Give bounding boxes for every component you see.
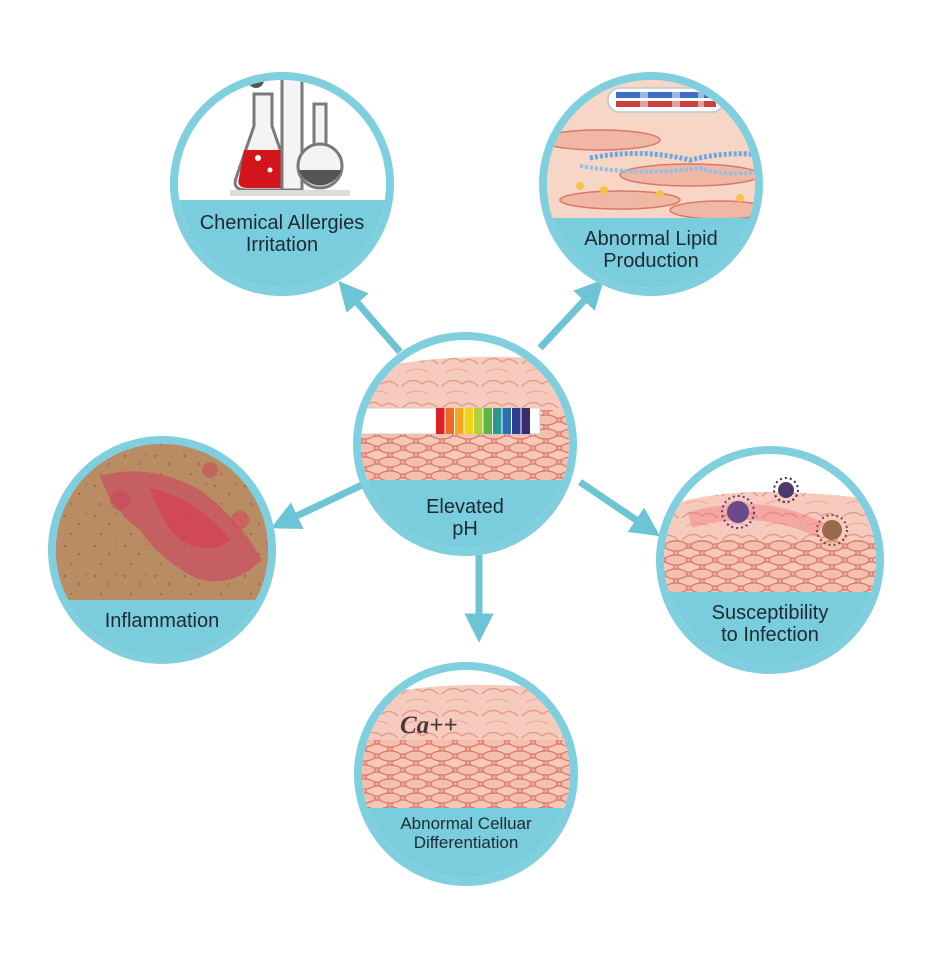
ph-swatch <box>455 408 464 434</box>
ph-strip-icon <box>361 407 541 435</box>
arrow-to-lipid <box>537 279 605 351</box>
bacteria-on-skin-icon <box>664 477 876 666</box>
node-infection <box>656 446 884 674</box>
label-chemical: Chemical Allergies Irritation <box>182 212 382 257</box>
ph-swatch <box>502 408 511 434</box>
calcium-label: Ca++ <box>400 712 458 739</box>
arrow-to-chemical <box>338 280 403 355</box>
node-lipid <box>539 72 763 296</box>
label-cellular: Abnormal Celluar Differentiation <box>366 814 566 852</box>
label-chemical-line1: Chemical Allergies <box>199 212 365 234</box>
label-cellular-line1: Abnormal Celluar <box>400 814 532 833</box>
label-infection-line2: to Infection <box>721 624 819 647</box>
label-center-line1: Elevated <box>426 496 504 518</box>
arrow-to-inflammation <box>270 480 366 529</box>
label-inflammation-line1: Inflammation <box>104 610 220 632</box>
node-center <box>353 332 577 556</box>
label-chemical-line2: Irritation <box>245 234 319 257</box>
ph-swatch <box>445 408 454 434</box>
label-lipid-line2: Production <box>603 250 699 273</box>
arrow-to-infection <box>578 479 661 537</box>
bacteria-icon <box>721 477 848 546</box>
skin-cross-section-icon <box>362 684 570 878</box>
ph-swatch <box>464 408 473 434</box>
node-chemical <box>170 72 394 296</box>
node-cellular <box>354 662 578 886</box>
label-infection: Susceptibility to Infection <box>670 602 870 647</box>
label-center: Elevated pH <box>395 496 535 541</box>
ph-swatch <box>493 408 502 434</box>
label-center-line2: pH <box>452 518 478 541</box>
arrows <box>270 279 661 643</box>
ph-swatch <box>474 408 483 434</box>
label-inflammation: Inflammation <box>62 610 262 632</box>
ph-swatch <box>512 408 521 434</box>
skin-cross-section-icon <box>361 356 569 548</box>
label-lipid-line1: Abnormal Lipid <box>584 228 718 250</box>
ph-swatch <box>436 408 445 434</box>
label-lipid: Abnormal Lipid Production <box>551 228 751 273</box>
lipid-bilayer-icon <box>547 80 755 288</box>
node-inflammation <box>48 436 276 664</box>
label-infection-line1: Susceptibility <box>711 602 829 624</box>
label-cellular-line2: Differentiation <box>413 833 519 853</box>
ph-swatch <box>521 408 530 434</box>
ph-swatch <box>483 408 492 434</box>
